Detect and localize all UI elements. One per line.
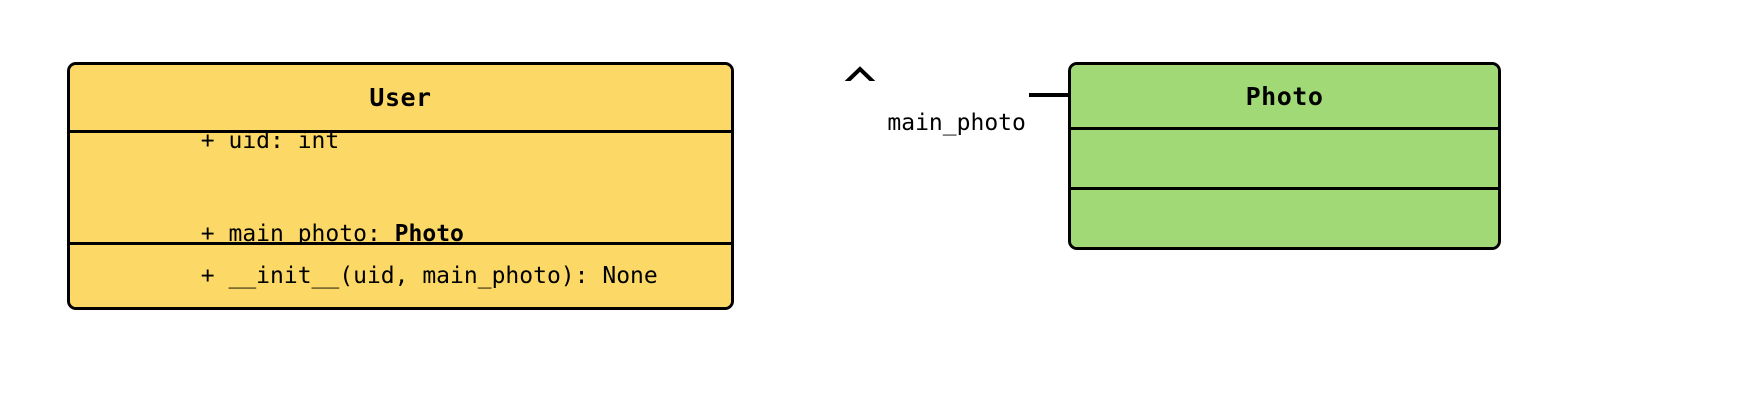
association-label-text: main_photo (887, 110, 1026, 136)
class-title-user: User (70, 65, 731, 130)
attribute-uid-label: + uid: int (200, 127, 340, 154)
class-attributes-user: + uid: int + main_photo: Photo (70, 128, 731, 247)
class-attributes-photo (1071, 127, 1498, 187)
class-title-user-label: User (369, 83, 432, 112)
attribute-uid: + uid: int (90, 95, 731, 188)
method-init-label: + __init__(uid, main_photo): None (200, 262, 658, 289)
association-label: main_photo (829, 81, 1029, 165)
class-title-photo-label: Photo (1245, 81, 1324, 111)
method-init: + __init__(uid, main_photo): None (90, 230, 731, 308)
class-methods-photo (1071, 187, 1498, 247)
class-box-photo[interactable]: Photo (1068, 62, 1501, 250)
class-methods-user: + __init__(uid, main_photo): None (70, 242, 731, 307)
class-title-photo: Photo (1071, 65, 1498, 127)
class-box-user[interactable]: User + uid: int + main_photo: Photo + __… (67, 62, 734, 310)
